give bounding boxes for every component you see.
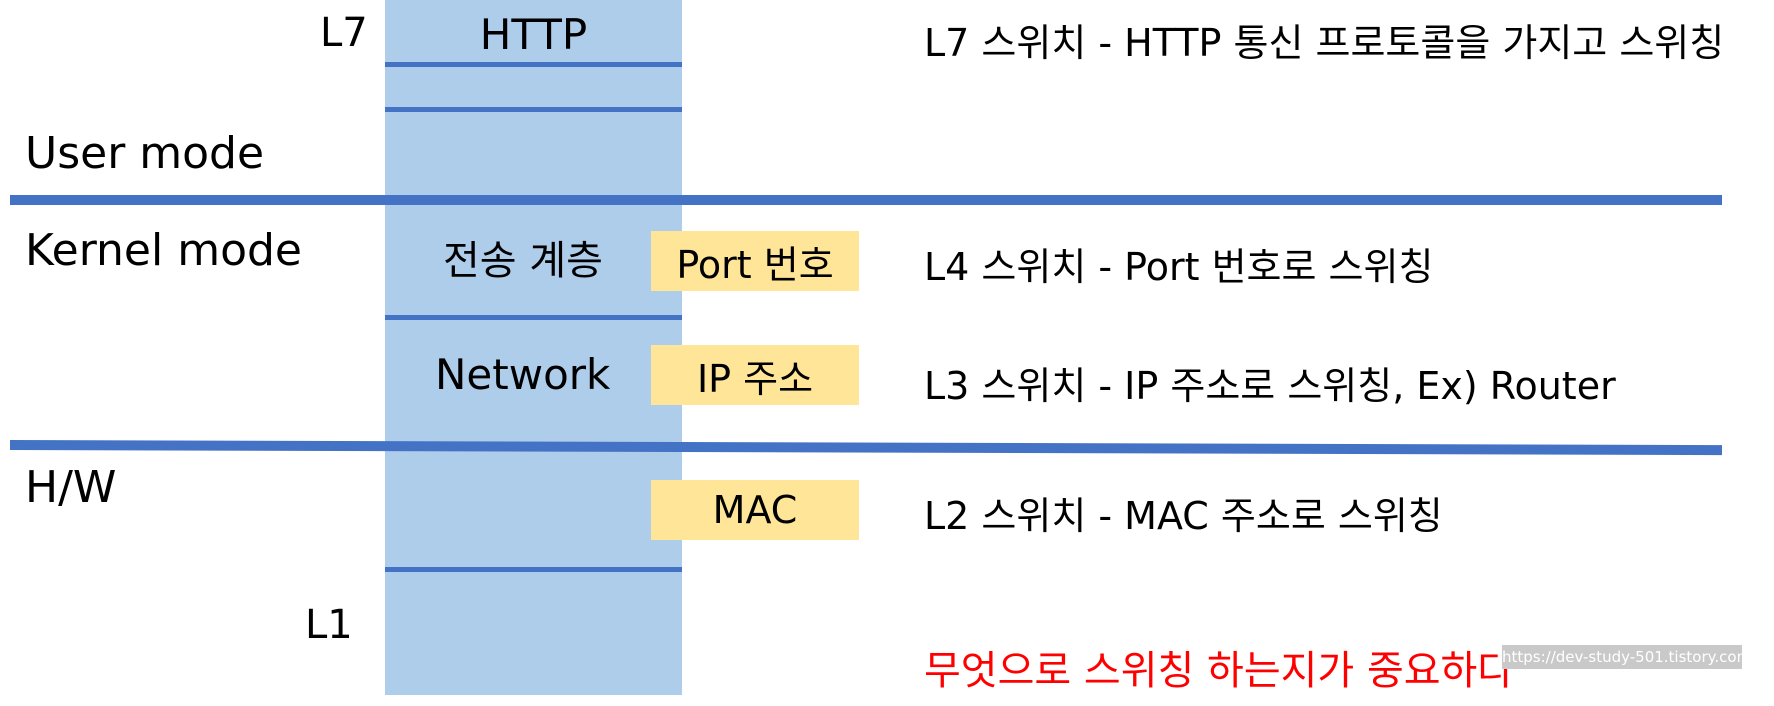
stack-label-transport: 전송 계층	[443, 238, 603, 284]
desc-l4-switch: L4 스위치 - Port 번호로 스위칭	[924, 245, 1434, 289]
user-mode-label: User mode	[25, 128, 265, 179]
layer-label-l7: L7	[320, 10, 368, 56]
stack-label-http: HTTP	[479, 10, 588, 59]
user-kernel-divider	[10, 195, 1722, 205]
emphasis-note: 무엇으로 스위칭 하는지가 중요하다	[924, 648, 1515, 694]
desc-l3-switch: L3 스위치 - IP 주소로 스위칭, Ex) Router	[924, 364, 1616, 408]
watermark-url: https://dev-study-501.tistory.com	[1502, 645, 1751, 669]
desc-l2-switch: L2 스위치 - MAC 주소로 스위칭	[924, 494, 1443, 538]
chip-ip-address: IP 주소	[651, 345, 859, 405]
desc-l7-switch: L7 스위치 - HTTP 통신 프로토콜을 가지고 스위칭	[924, 21, 1725, 65]
stack-separator-upper	[385, 107, 682, 112]
stack-label-network: Network	[435, 350, 611, 399]
hw-label: H/W	[25, 462, 117, 513]
stack-separator-http	[385, 62, 682, 67]
stack-separator-hw	[385, 567, 682, 572]
chip-mac: MAC	[651, 480, 859, 540]
kernel-mode-label: Kernel mode	[25, 225, 302, 276]
protocol-stack-column	[385, 0, 682, 695]
kernel-hw-divider	[9, 440, 1723, 456]
chip-port-number: Port 번호	[651, 231, 859, 291]
stack-separator-transport	[385, 315, 682, 320]
layer-label-l1: L1	[305, 602, 353, 648]
